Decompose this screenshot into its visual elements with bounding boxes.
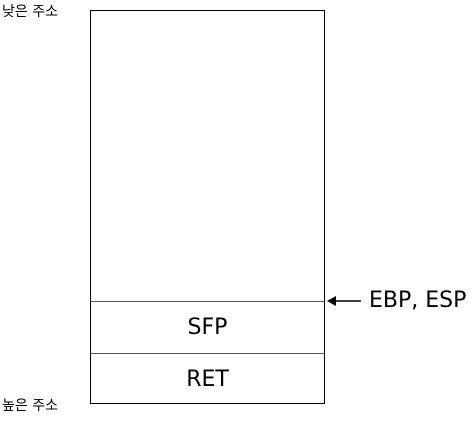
arrow-left-icon [327,296,361,306]
ebp-divider [91,301,324,302]
sfp-ret-divider [91,353,324,354]
stack-frame: SFP RET [90,10,325,404]
sfp-cell-label: SFP [187,315,228,340]
pointer-label: EBP, ESP [369,288,467,313]
ebp-esp-pointer: EBP, ESP [327,288,466,314]
low-address-label: 낮은 주소 [2,4,58,20]
ret-cell-label: RET [186,367,229,392]
high-address-label: 높은 주소 [2,398,58,414]
